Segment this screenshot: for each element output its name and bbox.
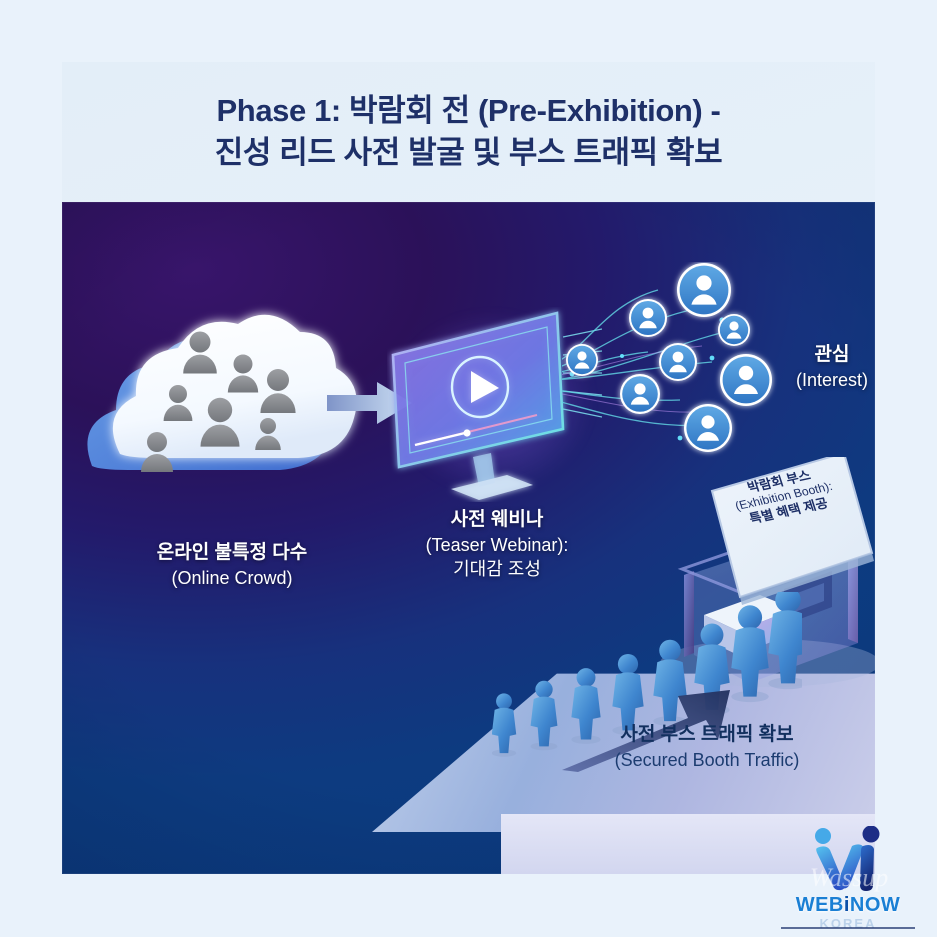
right-arrow-icon <box>327 380 412 426</box>
interest-label-ko: 관심 <box>814 344 850 365</box>
brand-name-part1: WEB <box>795 894 844 916</box>
crowd-label-ko: 온라인 불특정 다수 <box>156 542 308 563</box>
brand-underline <box>781 927 915 929</box>
webinar-label-ko2: 기대감 조성 <box>453 558 541 579</box>
brand-name: WEBiNOW <box>796 894 901 917</box>
traffic-label-ko: 사전 부스 트래픽 확보 <box>620 724 794 745</box>
brand-name-part2: i <box>843 894 850 916</box>
brand-logo: Wassup WEBiNOW KOREA <box>773 811 923 931</box>
podium-front-face <box>501 814 875 874</box>
traffic-label: 사전 부스 트래픽 확보 (Secured Booth Traffic) <box>562 722 852 772</box>
interest-label-en: (Interest) <box>795 369 869 390</box>
illustration-stage: 온라인 불특정 다수 (Online Crowd) <box>62 202 875 874</box>
cloud-people-icon <box>80 302 370 502</box>
crowd-label-en: (Online Crowd) <box>171 567 293 588</box>
page-header: Phase 1: 박람회 전 (Pre-Exhibition) - 진성 리드 … <box>62 62 875 202</box>
webinar-label-ko: 사전 웨비나 <box>450 509 544 530</box>
webinar-label-en: (Teaser Webinar): <box>425 534 569 555</box>
user-network-icon <box>521 262 862 472</box>
monitor-play-icon <box>352 277 632 527</box>
crowd-label: 온라인 불특정 다수 (Online Crowd) <box>102 540 362 590</box>
interest-label: 관심 (Interest) <box>762 342 875 392</box>
page-title-line-2: 진성 리드 사전 발굴 및 부스 트래픽 확보 <box>214 135 723 170</box>
webinow-w-logo-icon <box>805 825 891 892</box>
queue-arrow-icon <box>491 587 808 772</box>
traffic-label-en: (Secured Booth Traffic) <box>614 749 800 770</box>
webinar-label: 사전 웨비나 (Teaser Webinar): 기대감 조성 <box>382 507 612 581</box>
brand-name-part3: NOW <box>849 894 901 916</box>
page-title-line-1: Phase 1: 박람회 전 (Pre-Exhibition) - <box>216 93 721 129</box>
